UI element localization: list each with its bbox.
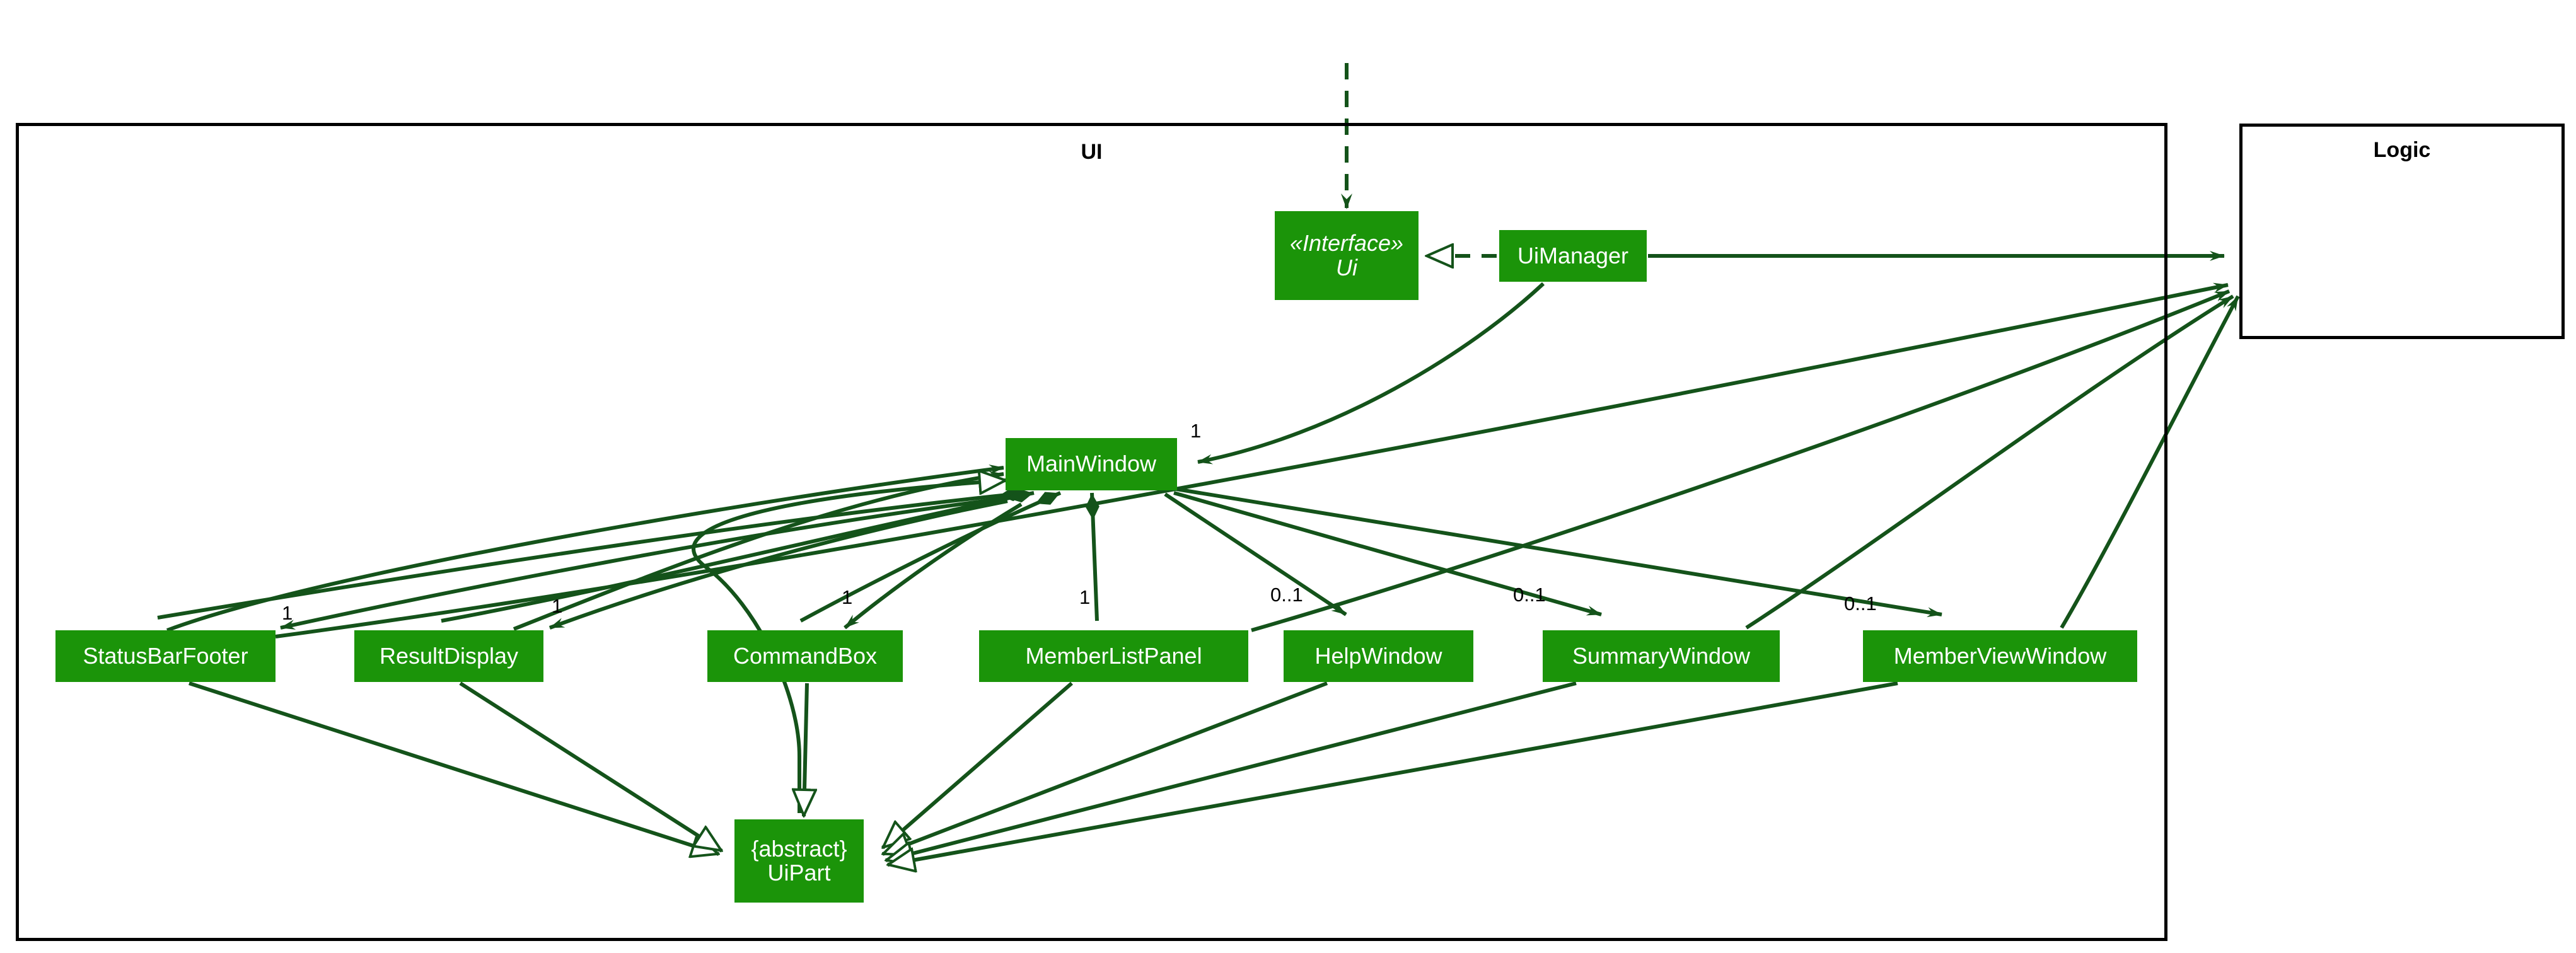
class-helpwindow[interactable]: HelpWindow — [1284, 630, 1473, 682]
class-summarywindow-name: SummaryWindow — [1572, 642, 1751, 669]
class-resultdisplay-name: ResultDisplay — [379, 642, 519, 669]
class-ui-name: Ui — [1336, 254, 1357, 280]
class-mainwindow-name: MainWindow — [1026, 451, 1157, 477]
class-memberviewwindow-name: MemberViewWindow — [1893, 642, 2107, 669]
multiplicity-resultdisplay: 1 — [552, 595, 563, 617]
class-ui-interface[interactable]: «Interface» Ui — [1275, 211, 1419, 300]
class-uipart[interactable]: {abstract} UiPart — [734, 819, 864, 903]
package-ui: UI — [16, 123, 2167, 941]
class-memberlistpanel[interactable]: MemberListPanel — [979, 630, 1248, 682]
class-uipart-name: UiPart — [767, 860, 831, 886]
package-logic-title: Logic — [2373, 138, 2431, 162]
class-uimanager[interactable]: UiManager — [1499, 230, 1647, 282]
class-mainwindow[interactable]: MainWindow — [1006, 438, 1177, 490]
multiplicity-memberlistpanel: 1 — [1079, 586, 1091, 608]
package-ui-title: UI — [1081, 140, 1103, 164]
class-ui-stereotype: «Interface» — [1289, 230, 1404, 257]
class-commandbox-name: CommandBox — [733, 642, 878, 669]
multiplicity-memberviewwindow: 0..1 — [1844, 592, 1877, 615]
class-statusbarfooter[interactable]: StatusBarFooter — [55, 630, 276, 682]
multiplicity-helpwindow: 0..1 — [1270, 584, 1303, 606]
class-memberlistpanel-name: MemberListPanel — [1025, 642, 1202, 669]
multiplicity-mainwindow: 1 — [1190, 420, 1202, 442]
package-logic: Logic — [2239, 124, 2565, 339]
class-memberviewwindow[interactable]: MemberViewWindow — [1863, 630, 2137, 682]
multiplicity-summarywindow: 0..1 — [1513, 584, 1546, 606]
class-uipart-stereotype: {abstract} — [751, 835, 847, 862]
class-resultdisplay[interactable]: ResultDisplay — [354, 630, 543, 682]
class-uimanager-name: UiManager — [1517, 242, 1629, 269]
multiplicity-commandbox: 1 — [842, 586, 853, 608]
class-helpwindow-name: HelpWindow — [1314, 642, 1442, 669]
class-statusbarfooter-name: StatusBarFooter — [83, 642, 248, 669]
class-commandbox[interactable]: CommandBox — [707, 630, 903, 682]
class-summarywindow[interactable]: SummaryWindow — [1543, 630, 1780, 682]
multiplicity-statusbarfooter: 1 — [282, 602, 293, 624]
